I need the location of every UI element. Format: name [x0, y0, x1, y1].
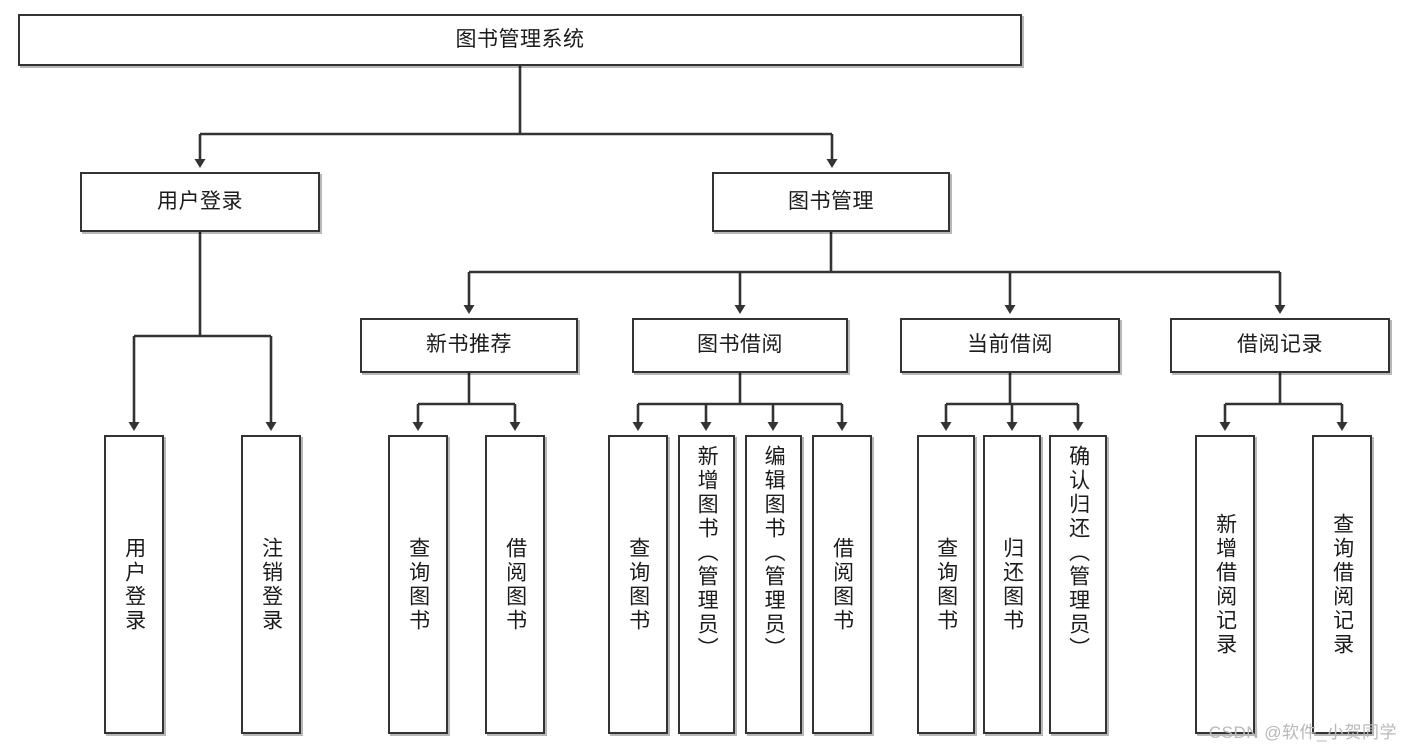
node-leaf-user-logout[interactable]: 注销登录: [241, 435, 301, 734]
node-leaf-borrow-book-2[interactable]: 借阅图书: [812, 435, 872, 734]
node-leaf-add-record-label: 新增借阅记录: [1213, 512, 1237, 657]
node-leaf-borrow-book-2-label: 借阅图书: [830, 536, 854, 633]
node-leaf-query-book-1-label: 查询图书: [406, 536, 430, 633]
node-leaf-edit-book[interactable]: 编辑图书（管理员）: [745, 435, 802, 734]
node-leaf-confirm-return[interactable]: 确认归还（管理员）: [1049, 435, 1107, 734]
node-user-login-label: 用户登录: [157, 189, 243, 213]
node-leaf-return-book[interactable]: 归还图书: [983, 435, 1041, 734]
node-borrow-record[interactable]: 借阅记录: [1170, 318, 1390, 373]
node-new-book-rec-label: 新书推荐: [426, 333, 512, 357]
node-leaf-user-login-label: 用户登录: [122, 536, 146, 633]
node-book-borrow-label: 图书借阅: [697, 333, 783, 357]
node-leaf-query-book-2[interactable]: 查询图书: [608, 435, 668, 734]
node-leaf-add-book-label: 新增图书（管理员）: [695, 445, 719, 661]
node-leaf-query-book-2-label: 查询图书: [626, 536, 650, 633]
node-leaf-user-login[interactable]: 用户登录: [104, 435, 164, 734]
node-leaf-query-record-label: 查询借阅记录: [1330, 512, 1354, 657]
node-book-manage[interactable]: 图书管理: [712, 172, 950, 232]
node-leaf-query-book-1[interactable]: 查询图书: [388, 435, 448, 734]
csdn-watermark: CSDN @软件_小贺同学: [1208, 723, 1397, 742]
node-book-borrow[interactable]: 图书借阅: [632, 318, 848, 373]
node-book-manage-label: 图书管理: [788, 189, 874, 213]
node-root-label: 图书管理系统: [455, 27, 585, 51]
node-leaf-confirm-return-label: 确认归还（管理员）: [1066, 445, 1090, 661]
node-leaf-user-logout-label: 注销登录: [259, 536, 283, 633]
node-borrow-record-label: 借阅记录: [1237, 333, 1323, 357]
node-leaf-query-book-3-label: 查询图书: [934, 536, 958, 633]
node-leaf-edit-book-label: 编辑图书（管理员）: [762, 445, 786, 661]
node-leaf-borrow-book-1-label: 借阅图书: [503, 536, 527, 633]
node-leaf-query-book-3[interactable]: 查询图书: [917, 435, 975, 734]
node-root[interactable]: 图书管理系统: [18, 14, 1022, 66]
node-leaf-query-record[interactable]: 查询借阅记录: [1312, 435, 1372, 734]
node-current-borrow[interactable]: 当前借阅: [900, 318, 1120, 373]
node-current-borrow-label: 当前借阅: [967, 333, 1053, 357]
node-leaf-add-book[interactable]: 新增图书（管理员）: [678, 435, 735, 734]
node-leaf-borrow-book-1[interactable]: 借阅图书: [485, 435, 545, 734]
node-user-login[interactable]: 用户登录: [80, 172, 320, 232]
node-leaf-add-record[interactable]: 新增借阅记录: [1195, 435, 1255, 734]
node-leaf-return-book-label: 归还图书: [1000, 536, 1024, 633]
node-new-book-rec[interactable]: 新书推荐: [360, 318, 578, 373]
